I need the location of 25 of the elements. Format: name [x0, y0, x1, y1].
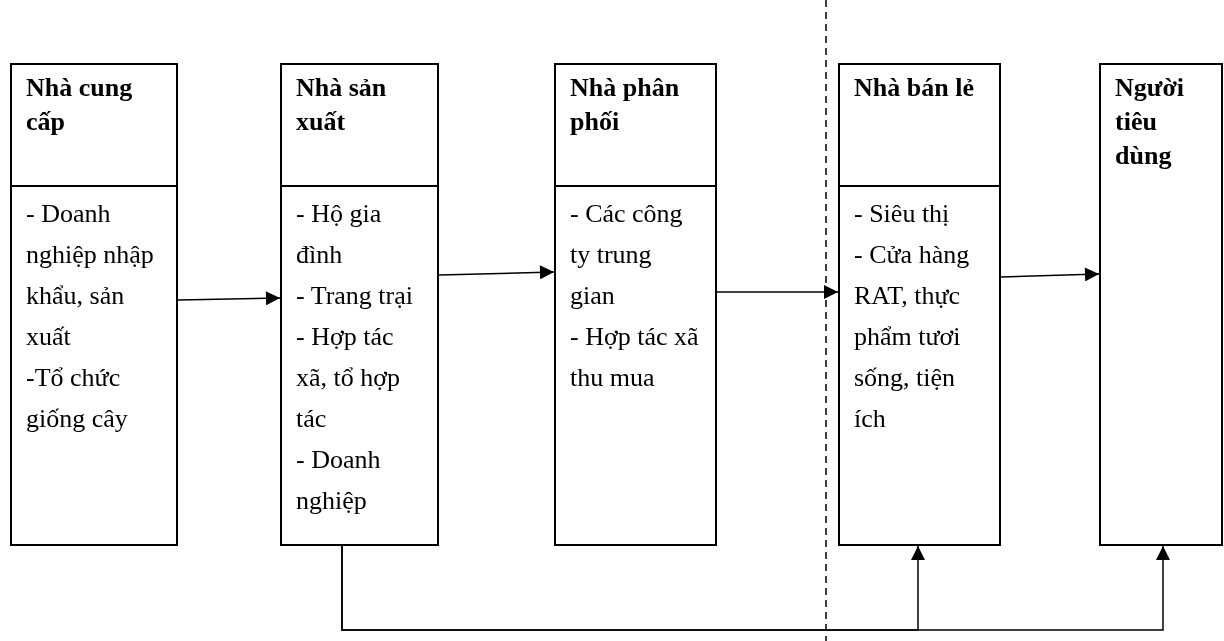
- column-box: [280, 63, 439, 546]
- list-item: - Hợp tác xã thu mua: [570, 321, 700, 394]
- arrow: [177, 291, 281, 306]
- column-box: [554, 63, 717, 546]
- arrow: [341, 545, 1170, 631]
- list-item: - Các công ty trung gian: [570, 198, 684, 312]
- list-item: - Doanh nghiệp nhập khẩu, sản xuất: [26, 198, 155, 353]
- arrow: [438, 265, 555, 280]
- column-box: [1099, 63, 1223, 546]
- list-item: - Trang trại: [296, 280, 414, 312]
- list-item: - Cửa hàng RAT, thực phẩm tươi sống, tiện ích: [854, 239, 971, 435]
- list-item: - Doanh nghiệp: [296, 444, 382, 517]
- column-box: [838, 63, 1001, 546]
- column-box: [10, 63, 178, 546]
- list-item: -Tổ chức giống cây: [26, 362, 129, 435]
- arrow: [1000, 267, 1100, 282]
- column-heading: Nhà sản xuất: [296, 72, 388, 138]
- column-heading: Nhà cung cấp: [26, 72, 134, 138]
- list-item: - Hộ gia đình: [296, 198, 383, 271]
- column-heading: Nhà phân phối: [570, 72, 681, 138]
- column-heading: Nhà bán lẻ: [854, 72, 975, 104]
- arrow: [716, 285, 839, 299]
- list-item: - Siêu thị: [854, 198, 951, 230]
- list-item: - Hợp tác xã, tổ hợp tác: [296, 321, 401, 435]
- column-heading: Người tiêu dùng: [1115, 72, 1185, 172]
